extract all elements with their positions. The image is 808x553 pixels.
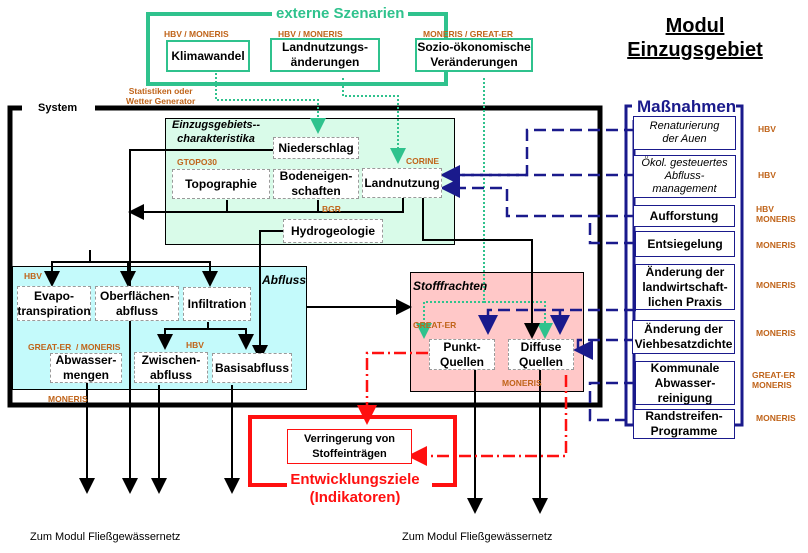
verringerung-box[interactable]: Verringerung von Stoffeinträgen bbox=[287, 429, 412, 464]
external-scenarios-label: externe Szenarien bbox=[272, 5, 409, 22]
abwassermengen-box[interactable]: Abwasser- mengen bbox=[50, 353, 122, 383]
model-label: MONERIS / GREAT-ER bbox=[423, 29, 514, 39]
model-label: MONERIS bbox=[756, 328, 796, 338]
oberflaechenabfluss-box[interactable]: Oberflächen- abfluss bbox=[95, 286, 179, 321]
punktquellen-box[interactable]: Punkt- Quellen bbox=[429, 339, 495, 370]
abfluss-label: Abfluss bbox=[262, 273, 307, 287]
hydrogeologie-box[interactable]: Hydrogeologie bbox=[283, 219, 383, 243]
model-label: MONERIS bbox=[48, 394, 88, 404]
model-label: MONERIS bbox=[502, 378, 542, 388]
topographie-box[interactable]: Topographie bbox=[172, 169, 270, 199]
scenario-landnutzung[interactable]: Landnutzungs-änderungen bbox=[270, 38, 380, 72]
basisabfluss-box[interactable]: Basisabfluss bbox=[212, 353, 292, 383]
goals-label: Entwicklungsziele (Indikatoren) bbox=[270, 471, 440, 507]
module-title: Modul Einzugsgebiet bbox=[600, 14, 790, 62]
model-label: GREAT-ER bbox=[413, 320, 457, 330]
measure-renaturierung[interactable]: Renaturierung der Auen bbox=[633, 116, 736, 150]
measure-viehbesatz[interactable]: Änderung der Viehbesatzdichte bbox=[632, 320, 735, 354]
measure-landwirtschaft[interactable]: Änderung der landwirtschaft- lichen Prax… bbox=[635, 264, 735, 310]
footer-left-label: Zum Modul Fließgewässernetz bbox=[30, 531, 181, 543]
system-label: System bbox=[38, 102, 78, 114]
measure-abflussmanagement[interactable]: Ökol. gesteuertes Abfluss- management bbox=[633, 155, 736, 198]
measure-entsiegelung[interactable]: Entsiegelung bbox=[635, 231, 735, 257]
model-label: GTOPO30 bbox=[177, 157, 217, 167]
scenario-sozio[interactable]: Sozio-ökonomische Veränderungen bbox=[415, 38, 533, 72]
goals-label-line-1: Entwicklungsziele bbox=[287, 471, 423, 489]
model-label: HBV bbox=[758, 124, 776, 134]
catchment-label: Einzugsgebiets-- charakteristika bbox=[172, 119, 261, 145]
landnutzung-box[interactable]: Landnutzung bbox=[362, 168, 442, 198]
bodeneigenschaften-box[interactable]: Bodeneigen- schaften bbox=[273, 169, 359, 199]
model-label: MONERIS bbox=[756, 240, 796, 250]
model-label: HBV / MONERIS bbox=[164, 29, 229, 39]
scenario-klimawandel[interactable]: Klimawandel bbox=[166, 40, 250, 72]
model-label: HBV bbox=[24, 271, 42, 281]
goals-label-line-2: (Indikatoren) bbox=[309, 489, 401, 506]
model-label: HBV MONERIS bbox=[756, 204, 796, 224]
model-label: GREAT-ER / MONERIS bbox=[28, 342, 121, 352]
model-label: GREAT-ER MONERIS bbox=[752, 370, 796, 390]
niederschlag-box[interactable]: Niederschlag bbox=[273, 137, 359, 159]
stat-note: Statistiken oder Wetter Generator bbox=[126, 86, 196, 106]
model-label: HBV bbox=[186, 340, 204, 350]
measure-aufforstung[interactable]: Aufforstung bbox=[633, 205, 735, 227]
measure-randstreifen[interactable]: Randstreifen- Programme bbox=[633, 409, 735, 439]
title-line-2: Einzugsgebiet bbox=[627, 39, 763, 61]
zwischenabfluss-box[interactable]: Zwischen- abfluss bbox=[134, 352, 208, 383]
measures-label: Maßnahmen bbox=[637, 97, 737, 116]
model-label: BGR bbox=[322, 204, 341, 214]
model-label: MONERIS bbox=[756, 413, 796, 423]
model-label: CORINE bbox=[406, 156, 440, 166]
model-label: MONERIS bbox=[756, 280, 796, 290]
title-line-1: Modul bbox=[665, 15, 725, 37]
evapotranspiration-box[interactable]: Evapo- transpiration bbox=[17, 286, 91, 321]
footer-right-label: Zum Modul Fließgewässernetz bbox=[402, 531, 553, 543]
model-label: HBV / MONERIS bbox=[278, 29, 343, 39]
model-label: HBV bbox=[758, 170, 776, 180]
infiltration-box[interactable]: Infiltration bbox=[183, 287, 251, 321]
measure-abwasserreinigung[interactable]: Kommunale Abwasser- reinigung bbox=[635, 361, 735, 405]
stofffrachten-label: Stofffrachten bbox=[413, 279, 488, 293]
diffusequellen-box[interactable]: Diffuse Quellen bbox=[508, 339, 574, 370]
